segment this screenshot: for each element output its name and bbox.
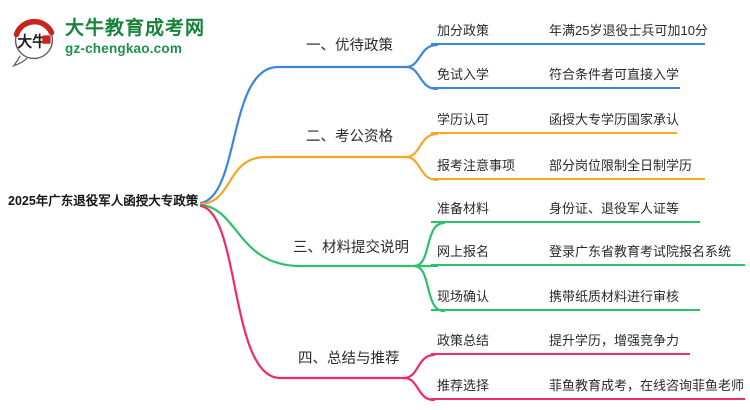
node-value: 登录广东省教育考试院报名系统 <box>549 244 732 259</box>
node-label: 免试入学 <box>437 67 490 82</box>
node-label: 推荐选择 <box>437 378 490 393</box>
site-name: 大牛教育成考网 <box>65 18 206 39</box>
node-value: 符合条件者可直接入学 <box>549 67 680 82</box>
node-label: 政策总结 <box>437 333 490 348</box>
node-label: 学历认可 <box>437 112 490 127</box>
leaf-row: 报考注意事项 部分岗位限制全日制学历 <box>431 153 705 180</box>
node-value: 携带纸质材料进行审核 <box>549 289 680 304</box>
node-label: 网上报名 <box>437 244 490 259</box>
logo-bull-badge-icon: 大牛 <box>12 18 55 68</box>
node-value: 部分岗位限制全日制学历 <box>549 158 693 173</box>
branch4-fork-down <box>402 376 436 402</box>
node-label: 加分政策 <box>437 23 490 38</box>
mindmap-root-title: 2025年广东退役军人函授大专政策 <box>8 194 199 208</box>
branch4-fork-up <box>402 353 436 380</box>
node-value: 菲鱼教育成考，在线咨询菲鱼老师 <box>549 378 745 393</box>
leaf-row: 现场确认 携带纸质材料进行审核 <box>431 284 700 311</box>
leaf-row: 政策总结 提升学历，增强竞争力 <box>431 328 690 355</box>
site-logo[interactable]: 大牛 大牛教育成考网 gz-chengkao.com <box>10 12 205 68</box>
logo-badge-text: 大牛 <box>17 32 47 50</box>
node-label: 现场确认 <box>437 289 490 304</box>
branch-label-2: 二、考公资格 <box>306 129 393 145</box>
node-value: 身份证、退役军人证等 <box>549 201 680 216</box>
leaf-row: 免试入学 符合条件者可直接入学 <box>431 62 680 89</box>
node-label: 报考注意事项 <box>437 158 516 173</box>
node-value: 提升学历，增强竞争力 <box>549 333 680 348</box>
leaf-row: 网上报名 登录广东省教育考试院报名系统 <box>431 239 745 266</box>
node-value: 函授大专学历国家承认 <box>549 112 680 127</box>
leaf-row: 推荐选择 菲鱼教育成考，在线咨询菲鱼老师 <box>431 373 745 400</box>
leaf-row: 加分政策 年满25岁退役士兵可加10分 <box>431 18 708 45</box>
node-label: 准备材料 <box>437 201 490 216</box>
leaf-row: 准备材料 身份证、退役军人证等 <box>431 196 700 223</box>
node-value: 年满25岁退役士兵可加10分 <box>549 23 708 38</box>
leaf-row: 学历认可 函授大专学历国家承认 <box>431 107 680 134</box>
branch-label-3: 三、材料提交说明 <box>293 240 409 256</box>
branch2-curve <box>199 155 408 206</box>
site-domain: gz-chengkao.com <box>65 41 183 56</box>
branch-label-4: 四、总结与推荐 <box>298 351 400 367</box>
branch-label-1: 一、优待政策 <box>306 38 393 54</box>
